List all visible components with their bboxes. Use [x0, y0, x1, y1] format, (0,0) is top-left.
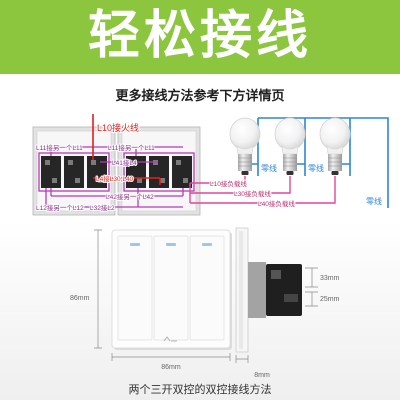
front-height-label: 86mm [70, 295, 90, 302]
module-outline-left [38, 152, 110, 192]
link-label-l42: L42接另一个L42 [106, 192, 154, 201]
rocker-key-1 [117, 235, 153, 341]
plate-thickness-label: 8mm [254, 372, 270, 379]
light-bulb-icon [274, 117, 306, 175]
switch-module [172, 156, 192, 188]
load-wire-3 [190, 176, 336, 204]
terminal [176, 160, 181, 165]
front-dimension-lines [94, 229, 231, 361]
wire-l4 [93, 177, 161, 185]
neutral-label-2: 零线 [308, 163, 324, 173]
side-terminal [284, 294, 298, 302]
switch-side-view [235, 227, 302, 353]
link-label-l41: L41接L4 [112, 158, 137, 167]
link-wires [38, 146, 195, 208]
link-label-l11-left: L11接另一个L11 [36, 143, 83, 152]
banner-title: 轻松接线 [87, 7, 312, 65]
rocker-key-3 [189, 235, 225, 341]
terminal [75, 178, 80, 183]
terminal [183, 178, 188, 183]
switch-panel [111, 229, 232, 350]
neutral-3 [342, 118, 351, 176]
side-dimension-lines [235, 267, 318, 363]
load-label-2: L30接负载线 [234, 189, 271, 198]
side-upper-label: 33mm [320, 275, 340, 282]
brand-logo [163, 336, 177, 342]
neutral-main [258, 117, 389, 208]
indicator-light [166, 243, 176, 246]
terminal [68, 160, 73, 165]
link-label-l12: L12接另一个L12 [36, 203, 84, 212]
side-frame [248, 262, 266, 318]
rocker-key-2 [153, 235, 189, 341]
switch-module [87, 156, 107, 188]
wire-l42 [50, 188, 184, 197]
caption: 两个三开双控的双控接线方法 [128, 384, 272, 396]
load-wire-1 [190, 176, 246, 184]
link-label-l32: L32接L2 [90, 203, 115, 212]
title-banner: 轻松接线 [0, 0, 400, 74]
neutral-label-3: 零线 [366, 196, 382, 206]
neutral-label-1: 零线 [261, 163, 277, 173]
switch-module [64, 156, 84, 188]
indicator-light [130, 243, 140, 246]
link-label-l4: L4接L30,L40 [96, 174, 134, 183]
side-plate-edge [239, 231, 243, 349]
terminal [160, 178, 165, 183]
live-wire [92, 114, 161, 185]
load-label-1: L10接负载线 [210, 179, 247, 188]
terminal [52, 178, 57, 183]
load-wire-2 [190, 176, 291, 194]
link-label-l11-right: L11接另一个L11 [108, 143, 155, 152]
load-label-3: L40接负载线 [258, 199, 295, 208]
terminal [98, 178, 103, 183]
light-bulb-icon [229, 117, 261, 175]
side-terminal [271, 270, 281, 279]
load-wires [189, 176, 336, 204]
module-outline-right [123, 152, 195, 192]
terminal [45, 160, 50, 165]
switch-module [149, 156, 169, 188]
side-lower-label: 25mm [320, 296, 340, 303]
terminal [137, 178, 142, 183]
terminal [91, 160, 96, 165]
light-bulb-icon [319, 117, 351, 175]
neutral-2 [297, 118, 306, 176]
front-width-label: 86mm [161, 364, 181, 371]
switch-module [41, 156, 61, 188]
wire-l11 [50, 146, 183, 156]
switch-box-right [117, 126, 201, 216]
switch-box-left [32, 126, 116, 216]
indicator-light [202, 243, 212, 246]
live-label: L10接火线 [97, 122, 139, 133]
wire-l12 [45, 188, 183, 208]
subtitle: 更多接线方法参考下方详情页 [115, 88, 285, 103]
